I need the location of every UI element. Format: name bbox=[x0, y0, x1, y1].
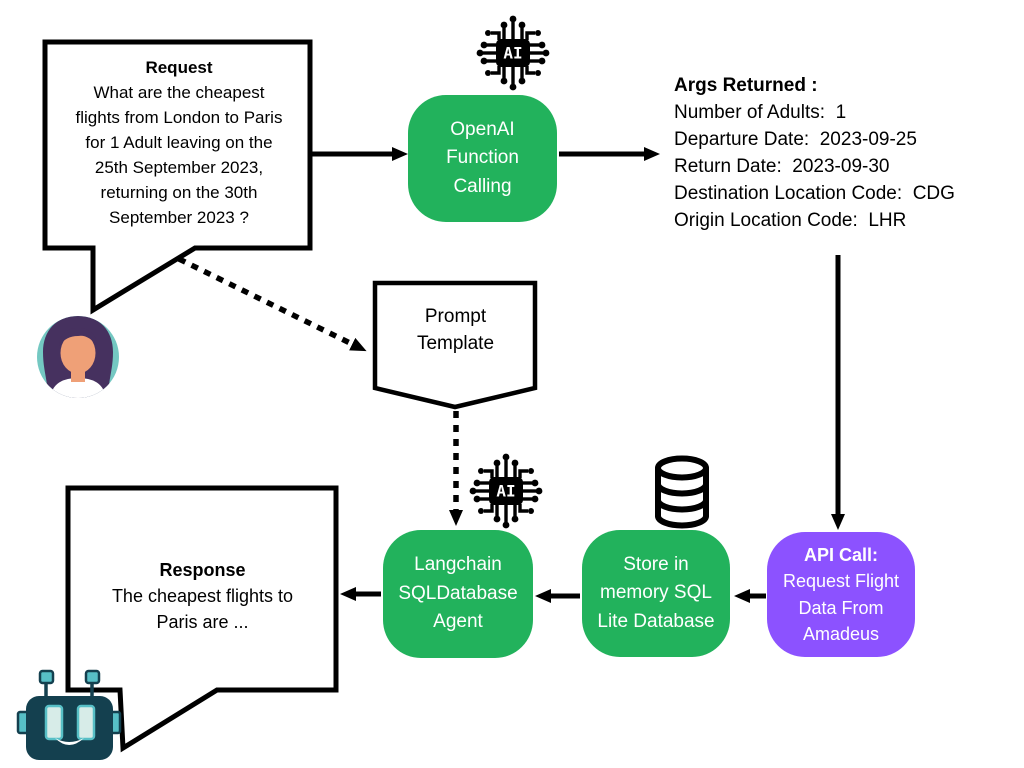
args-line: Number of Adults: 1 bbox=[674, 102, 847, 123]
prompt-template-text: Prompt Template bbox=[375, 303, 536, 357]
request-body: What are the cheapest flights from Londo… bbox=[75, 83, 283, 227]
store-node-label: Store in memory SQL Lite Database bbox=[597, 553, 715, 632]
openai-function-calling-node: OpenAI Function Calling bbox=[408, 95, 557, 222]
response-bubble-text: Response The cheapest flights to Paris a… bbox=[80, 557, 325, 635]
robot-avatar bbox=[16, 669, 122, 760]
api-node-title: API Call: bbox=[803, 545, 878, 566]
prompt-template-shape bbox=[372, 280, 538, 410]
langchain-node-label: Langchain SQLDatabase Agent bbox=[398, 554, 518, 633]
ai-chip-icon-top bbox=[474, 13, 552, 93]
langchain-sqldatabase-agent-node: Langchain SQLDatabase Agent bbox=[383, 530, 533, 658]
api-call-amadeus-node: API Call: Request Flight Data From Amade… bbox=[767, 532, 915, 657]
ai-chip-icon-bottom bbox=[467, 451, 545, 531]
database-icon bbox=[655, 455, 709, 529]
args-line: Departure Date: 2023-09-25 bbox=[674, 129, 917, 150]
args-lines: Number of Adults: 1 Departure Date: 2023-… bbox=[674, 99, 1006, 234]
response-speech-bubble bbox=[65, 485, 339, 753]
user-avatar bbox=[37, 316, 119, 398]
request-title: Request bbox=[145, 58, 213, 77]
response-title: Response bbox=[159, 560, 246, 580]
dotted-arrow-request-to-prompt bbox=[177, 256, 367, 352]
openai-node-label: OpenAI Function Calling bbox=[446, 118, 519, 197]
args-line: Destination Location Code: CDG bbox=[674, 183, 955, 204]
prompt-template-label: Prompt Template bbox=[416, 306, 495, 354]
args-line: Origin Location Code: LHR bbox=[674, 210, 907, 231]
args-returned-box-text: Args Returned : Number of Adults: 1 Depar… bbox=[674, 72, 1006, 234]
args-line: Return Date: 2023-09-30 bbox=[674, 156, 890, 177]
request-bubble-text: Request What are the cheapest flights fr… bbox=[50, 55, 308, 230]
store-sqlite-database-node: Store in memory SQL Lite Database bbox=[582, 530, 730, 657]
request-speech-bubble bbox=[42, 39, 313, 315]
args-title: Args Returned : bbox=[674, 75, 818, 96]
api-node-label: Request Flight Data From Amadeus bbox=[782, 571, 900, 644]
response-body: The cheapest flights to Paris are ... bbox=[111, 586, 294, 632]
